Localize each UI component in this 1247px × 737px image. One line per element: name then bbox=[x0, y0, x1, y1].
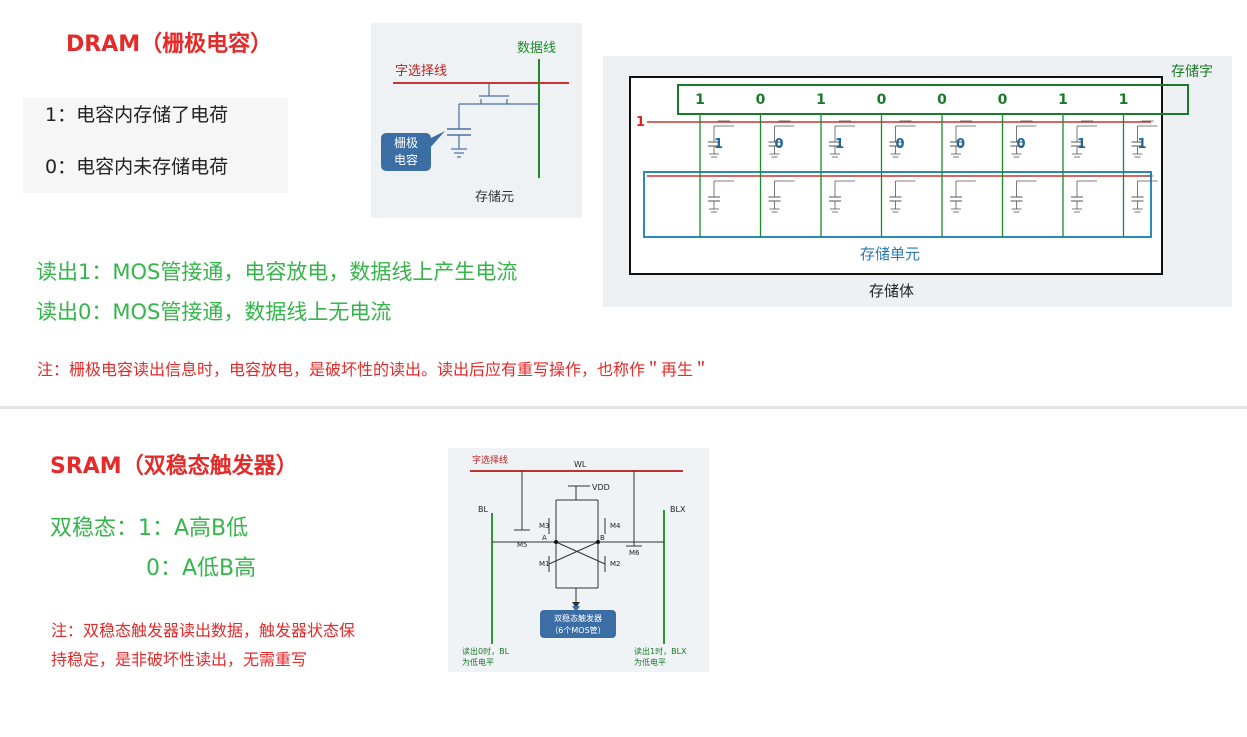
cell-bit: 0 bbox=[1017, 137, 1026, 152]
dram-note: 注：栅极电容读出信息时，电容放电，是破坏性的读出。读出后应有重写操作，也称作＂再… bbox=[37, 360, 710, 379]
cell-bit: 1 bbox=[714, 137, 723, 152]
cell-bit: 0 bbox=[775, 137, 784, 152]
read0-note-a: 读出0时，BL bbox=[462, 646, 510, 656]
capacitor-label-b: 电容 bbox=[394, 152, 418, 167]
dram-state-1: 1：电容内存储了电荷 bbox=[45, 104, 229, 126]
sram-state-a: 双稳态：1：A高B低 bbox=[50, 516, 249, 541]
sram-word-line-label: 字选择线 bbox=[472, 454, 508, 466]
word-bit: 0 bbox=[756, 92, 766, 108]
cells-top-row bbox=[699, 114, 1158, 237]
cell-caption: 存储元 bbox=[475, 190, 514, 205]
bit-labels: 1 1 0 0 1 1 0 0 0 0 0 0 1 1 1 1 bbox=[695, 92, 1146, 152]
dram-array-figure: 存储字 1 1 1 0 0 1 1 0 0 0 0 0 0 1 1 1 1 存储单元 存储体 bbox=[603, 56, 1232, 307]
storage-word-label: 存储字 bbox=[1171, 64, 1213, 80]
cell-bit: 1 bbox=[1077, 137, 1086, 152]
sram-title: SRAM（双稳态触发器） bbox=[50, 454, 298, 479]
blx-label: BLX bbox=[670, 505, 686, 514]
cell-bit: 0 bbox=[956, 137, 965, 152]
m6-label: M6 bbox=[629, 549, 640, 557]
word-bit: 0 bbox=[877, 92, 887, 108]
capacitor-label-a: 栅极 bbox=[394, 135, 418, 150]
m4-label: M4 bbox=[610, 522, 621, 530]
sram-diagram: 字选择线 WL BL BLX VDD M3 M4 bbox=[462, 454, 687, 667]
word-bit: 1 bbox=[1058, 92, 1068, 108]
dram-read-1: 读出1：MOS管接通，电容放电，数据线上产生电流 bbox=[36, 260, 518, 284]
word-bit: 1 bbox=[1119, 92, 1129, 108]
vdd-label: VDD bbox=[592, 483, 610, 492]
cell-bit: 1 bbox=[1138, 137, 1147, 152]
bl-label: BL bbox=[478, 505, 488, 514]
word-bit: 0 bbox=[937, 92, 947, 108]
node-a-label: A bbox=[542, 534, 547, 542]
row-select-label: 1 bbox=[636, 115, 645, 130]
wl-label: WL bbox=[574, 460, 587, 469]
dram-read-0: 读出0：MOS管接通，数据线上无电流 bbox=[36, 300, 392, 324]
m1-label: M1 bbox=[539, 560, 550, 568]
flipflop-callout-b: （6个MOS管） bbox=[550, 625, 605, 635]
dram-cell-diagram: 栅极 电容 数据线 字选择线 存储元 bbox=[381, 41, 569, 205]
dram-cell-figure: 栅极 电容 数据线 字选择线 存储元 bbox=[371, 23, 582, 218]
data-line-label: 数据线 bbox=[517, 41, 556, 56]
array-caption: 存储体 bbox=[869, 282, 914, 300]
m2-label: M2 bbox=[610, 560, 621, 568]
word-bit: 0 bbox=[998, 92, 1008, 108]
section-divider bbox=[0, 406, 1247, 409]
node-b-label: B bbox=[600, 534, 605, 542]
cell-bit: 1 bbox=[835, 137, 844, 152]
sram-figure: 字选择线 WL BL BLX VDD M3 M4 bbox=[448, 448, 709, 672]
dram-state-0: 0：电容内未存储电荷 bbox=[45, 156, 229, 178]
dram-title: DRAM（栅极电容） bbox=[66, 32, 273, 57]
dram-array-diagram: 存储字 1 1 1 0 0 1 1 0 0 0 0 0 0 1 1 1 1 存储单元 存储体 bbox=[629, 64, 1213, 300]
cell-bit: 0 bbox=[896, 137, 905, 152]
word-bit: 1 bbox=[695, 92, 705, 108]
read0-note-b: 为低电平 bbox=[462, 657, 494, 667]
sram-note-1: 注：双稳态触发器读出数据，触发器状态保 bbox=[51, 621, 356, 640]
m3-label: M3 bbox=[539, 522, 550, 530]
word-line-label: 字选择线 bbox=[395, 64, 447, 79]
word-bit: 1 bbox=[816, 92, 826, 108]
read1-note-b: 为低电平 bbox=[634, 657, 666, 667]
dram-states-box: 1：电容内存储了电荷 0：电容内未存储电荷 bbox=[23, 98, 288, 193]
flipflop-callout-a: 双稳态触发器 bbox=[554, 613, 602, 623]
cells-bottom-row bbox=[708, 175, 1158, 213]
sram-state-b: 0：A低B高 bbox=[146, 556, 257, 581]
sram-note-2: 持稳定，是非破坏性读出，无需重写 bbox=[51, 650, 308, 669]
read1-note-a: 读出1时，BLX bbox=[634, 646, 687, 656]
storage-unit-label: 存储单元 bbox=[860, 245, 920, 263]
m5-label: M5 bbox=[517, 541, 528, 549]
